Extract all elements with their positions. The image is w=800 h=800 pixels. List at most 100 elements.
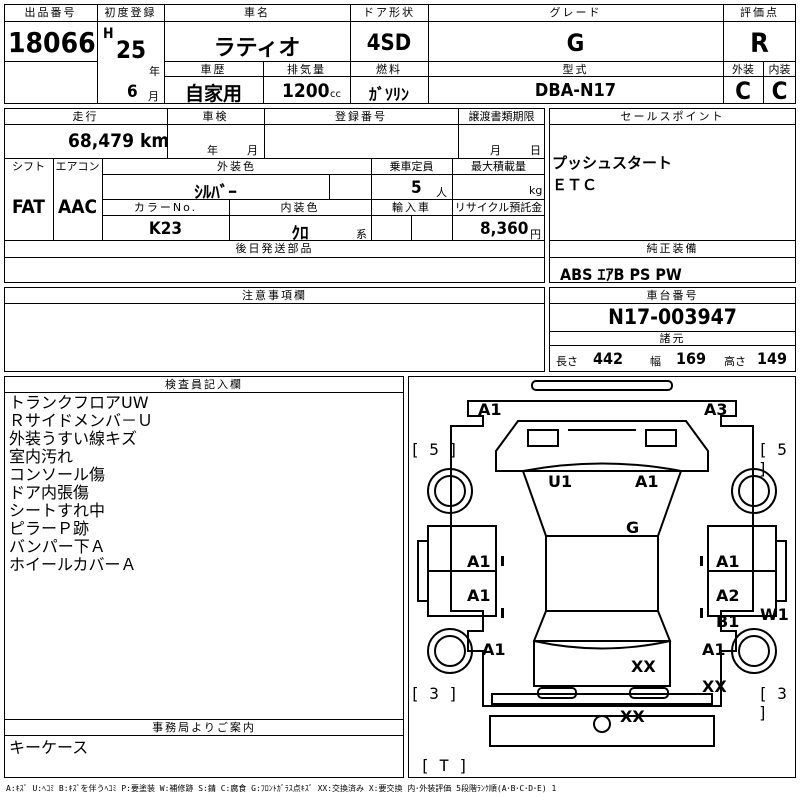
divider: [102, 199, 545, 200]
chassis-number: N17-003947: [608, 305, 737, 329]
color: ｼﾙﾊﾞｰ: [194, 183, 237, 203]
car-name-label: 車名: [244, 6, 270, 19]
mileage-label: 走行: [72, 110, 99, 123]
divider: [549, 240, 796, 241]
later-parts-label: 後日発送部品: [235, 242, 314, 255]
height: 149: [757, 349, 788, 368]
divider: [102, 215, 545, 216]
divider: [723, 4, 724, 104]
history: 自家用: [184, 83, 242, 105]
lot-no-label: 出品番号: [24, 6, 77, 19]
office-notes: キーケース: [9, 739, 88, 757]
header-frame: [4, 4, 796, 104]
diagram-frame: [408, 376, 796, 778]
inspector-line: コンソール傷: [9, 465, 106, 484]
max-load-label: 最大積載量: [471, 160, 526, 173]
damage-mark: U1: [548, 472, 573, 491]
divider: [102, 174, 545, 175]
equipment-label: 純正装備: [646, 242, 699, 255]
year-unit: 年: [149, 65, 160, 78]
divider: [102, 158, 103, 240]
chassis-frame: [549, 287, 796, 372]
month-unit: 月: [148, 90, 159, 103]
inspector-line: ドア内張傷: [9, 483, 90, 502]
divider: [4, 124, 545, 125]
divider: [452, 158, 453, 240]
divider: [4, 240, 545, 241]
divider: [167, 108, 168, 158]
inspector-label: 検査員記入欄: [165, 378, 243, 391]
history-label: 車歴: [200, 63, 227, 76]
bracket-count: [ 3 ]: [410, 684, 459, 703]
sales-frame: [549, 108, 796, 283]
bracket-count: [ 5 ]: [758, 440, 787, 478]
damage-mark: A1: [467, 586, 491, 605]
inspector-line: 室内汚れ: [9, 447, 74, 466]
damage-mark: XX: [702, 677, 727, 696]
model-label: 型式: [562, 63, 589, 76]
displacement-unit: cc: [330, 89, 341, 100]
divider: [723, 76, 796, 77]
divider: [4, 257, 545, 258]
divider: [458, 108, 459, 158]
bracket-count: [ 3 ]: [758, 684, 787, 722]
divider: [264, 108, 265, 158]
inspector-line: トランクフロアUW: [9, 393, 149, 412]
inspector-line: ピラーＰ跡: [9, 519, 90, 538]
dims-label: 諸元: [659, 332, 686, 345]
ext-label: 外装: [732, 63, 754, 76]
divider: [428, 4, 429, 104]
divider: [763, 61, 764, 104]
damage-mark: W1: [760, 605, 789, 624]
inspection-year-unit: 年: [207, 144, 218, 157]
divider: [549, 303, 796, 304]
color-no-label: カラーNo.: [133, 201, 198, 214]
length-label: 長さ: [556, 355, 578, 368]
fuel-label: 燃料: [376, 63, 402, 76]
import-label: 輸入車: [392, 201, 431, 214]
damage-mark: G: [626, 518, 640, 537]
divider: [549, 331, 796, 332]
color-no: K23: [148, 219, 183, 239]
divider: [97, 4, 98, 104]
damage-mark: XX: [631, 657, 656, 676]
divider: [164, 61, 723, 62]
divider: [4, 735, 404, 736]
notes-label: 注意事項欄: [242, 289, 307, 302]
int-score: C: [771, 77, 788, 105]
mileage-unit: km: [140, 130, 170, 152]
divider: [371, 158, 372, 240]
divider: [723, 61, 796, 62]
interior-color: ｸﾛ: [291, 224, 309, 244]
capacity: 5: [411, 178, 422, 198]
divider: [4, 303, 545, 304]
recycle-label: リサイクル預託金: [454, 201, 543, 214]
ac: AAC: [57, 196, 97, 218]
divider: [350, 4, 351, 104]
first-reg-label: 初度登録: [104, 6, 157, 19]
capacity-unit: 人: [436, 186, 447, 199]
sales-line: プッシュスタート: [552, 154, 673, 172]
recycle: 8,360: [480, 219, 529, 239]
ac-label: エアコン: [55, 160, 100, 173]
damage-mark: A1: [467, 552, 491, 571]
transfer-day-unit: 日: [530, 144, 541, 157]
notes-frame: [4, 287, 545, 372]
legend: A:ｷｽﾞ U:ﾍｺﾐ B:ｷｽﾞを伴うﾍｺﾐ P:要塗装 W:補修跡 S:錆 …: [6, 784, 557, 793]
divider: [549, 124, 796, 125]
damage-mark: A1: [635, 472, 659, 491]
damage-mark: A3: [704, 400, 728, 419]
damage-mark: B1: [716, 612, 740, 631]
inspection-month-unit: 月: [247, 144, 258, 157]
ext-score: C: [735, 77, 751, 105]
divider: [4, 158, 545, 159]
damage-mark: A2: [716, 586, 740, 605]
displacement: 1200: [282, 80, 330, 102]
door-label: ドア形状: [363, 6, 415, 19]
bracket-count: [ 5 ]: [410, 440, 459, 459]
grade-label: グレード: [549, 6, 602, 19]
divider: [549, 345, 796, 346]
width: 169: [676, 349, 707, 368]
score-label: 評価点: [740, 6, 779, 19]
damage-mark: A1: [716, 552, 740, 571]
